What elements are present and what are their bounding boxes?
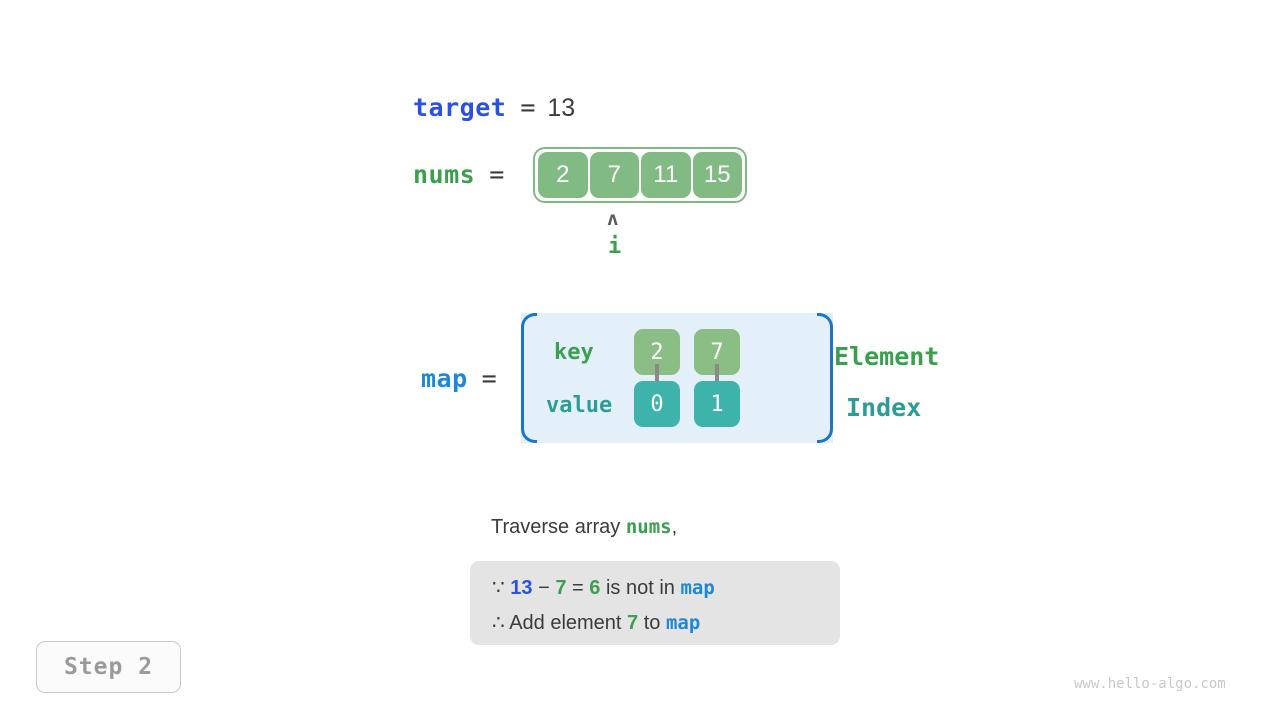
target-value: 13 [547, 94, 576, 122]
caption-text: Traverse array nums, [491, 516, 677, 539]
nums-equals-sign: = [489, 160, 505, 189]
target-variable-name: target [413, 93, 507, 122]
array-cell: 2 [538, 152, 588, 198]
explanation-line2-map-keyword: map [665, 612, 701, 634]
map-value-cell: 1 [694, 381, 740, 427]
map-assignment: map = [421, 364, 497, 393]
map-value-row-label: value [546, 393, 613, 418]
nums-variable-name: nums [413, 160, 476, 189]
explanation-line1-text: is not in [605, 577, 675, 599]
caption-prefix: Traverse array [491, 516, 626, 538]
watermark: www.hello-algo.com [1074, 676, 1226, 692]
index-pointer-label: i [608, 234, 622, 259]
map-element-side-label: Element [834, 342, 940, 371]
explanation-target-value: 13 [510, 577, 533, 599]
explanation-line-1: ∵ 13 − 7 = 6 is not in map [492, 571, 818, 606]
map-variable-name: map [421, 364, 468, 393]
therefore-symbol-icon: ∴ [492, 612, 505, 634]
index-pointer-caret-icon: ʌ [607, 208, 619, 230]
explanation-line-2: ∴ Add element 7 to map [492, 606, 818, 641]
explanation-line1-map-keyword: map [680, 577, 715, 599]
explanation-line2-text-before: Add element [509, 612, 622, 634]
nums-array-container: 2 7 11 15 [533, 147, 747, 203]
explanation-minus-sign: − [538, 577, 550, 599]
step-badge: Step 2 [36, 641, 181, 693]
map-index-side-label: Index [846, 393, 922, 422]
explanation-current-element: 7 [555, 577, 567, 599]
explanation-line2-text-middle: to [643, 612, 661, 634]
caption-keyword-nums: nums [625, 516, 672, 538]
explanation-equals-sign: = [572, 577, 584, 599]
map-container: 2 7 0 1 [521, 313, 833, 443]
explanation-remainder: 6 [589, 577, 601, 599]
map-value-cell: 0 [634, 381, 680, 427]
array-cell: 15 [692, 152, 742, 198]
explanation-box: ∵ 13 − 7 = 6 is not in map ∴ Add element… [470, 561, 840, 645]
map-equals-sign: = [481, 364, 497, 393]
because-symbol-icon: ∵ [492, 577, 505, 599]
array-cell: 7 [589, 152, 639, 198]
map-bracket-left-icon [521, 313, 537, 443]
array-cell: 11 [641, 152, 691, 198]
target-equals-sign: = [520, 93, 536, 122]
map-key-row-label: key [554, 340, 594, 365]
caption-suffix: , [671, 516, 678, 538]
map-bracket-right-icon [817, 313, 833, 443]
explanation-added-element: 7 [627, 612, 639, 634]
nums-assignment: nums = [413, 160, 504, 189]
target-assignment: target = 13 [413, 93, 575, 127]
